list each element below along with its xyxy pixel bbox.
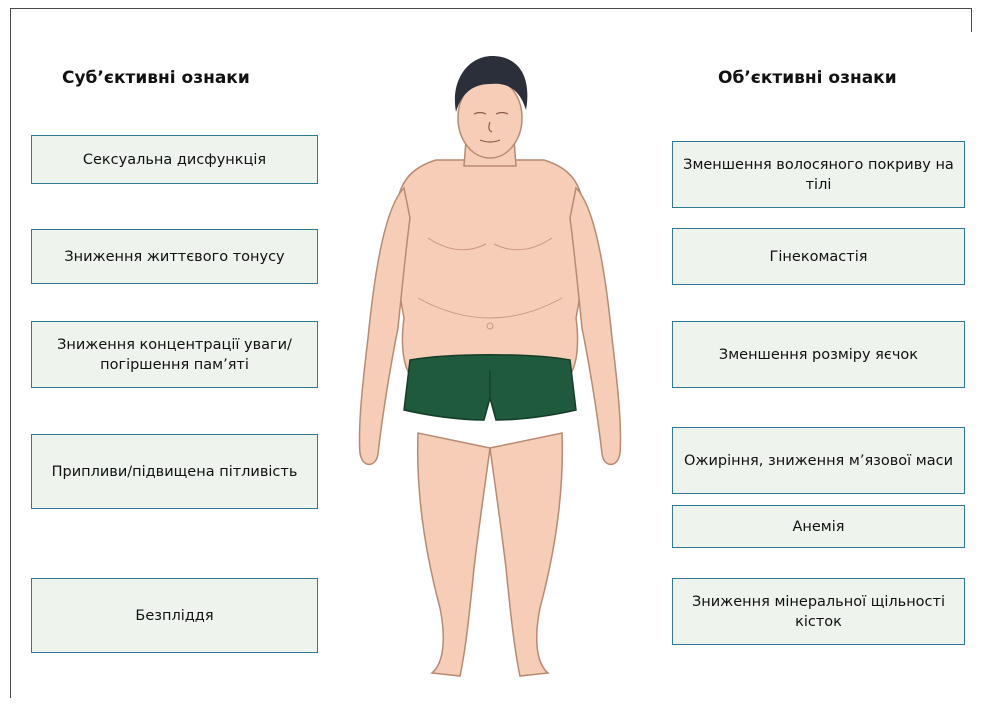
objective-sign-label: Зменшення розміру яєчок	[719, 345, 918, 365]
objective-signs-heading: Об’єктивні ознаки	[718, 68, 897, 88]
subjective-sign-box: Безпліддя	[31, 578, 318, 653]
subjective-sign-label: Зниження життєвого тонусу	[64, 247, 284, 267]
frame-right-border	[971, 8, 972, 32]
frame-left-border	[10, 8, 11, 698]
objective-sign-label: Зниження мінеральної щільності кісток	[681, 592, 956, 632]
subjective-sign-box: Сексуальна дисфункція	[31, 135, 318, 184]
objective-sign-box: Анемія	[672, 505, 965, 548]
objective-sign-box: Зменшення волосяного покриву на тілі	[672, 141, 965, 208]
male-figure-illustration	[340, 48, 640, 688]
subjective-sign-box: Зниження концентрації уваги/погіршення п…	[31, 321, 318, 388]
objective-sign-label: Анемія	[792, 517, 844, 537]
objective-sign-box: Гінекомастія	[672, 228, 965, 285]
subjective-sign-box: Зниження життєвого тонусу	[31, 229, 318, 284]
objective-sign-box: Зниження мінеральної щільності кісток	[672, 578, 965, 645]
subjective-signs-heading: Суб’єктивні ознаки	[62, 68, 250, 88]
objective-sign-label: Гінекомастія	[770, 247, 868, 267]
frame-top-border	[10, 8, 972, 9]
objective-sign-label: Зменшення волосяного покриву на тілі	[681, 155, 956, 195]
subjective-sign-label: Сексуальна дисфункція	[83, 150, 266, 170]
objective-sign-box: Зменшення розміру яєчок	[672, 321, 965, 388]
subjective-sign-label: Зниження концентрації уваги/погіршення п…	[40, 335, 309, 375]
objective-sign-box: Ожиріння, зниження м’язової маси	[672, 427, 965, 494]
subjective-sign-box: Припливи/підвищена пітливість	[31, 434, 318, 509]
objective-sign-label: Ожиріння, зниження м’язової маси	[684, 451, 953, 471]
subjective-sign-label: Безпліддя	[135, 606, 213, 626]
subjective-sign-label: Припливи/підвищена пітливість	[52, 462, 298, 482]
